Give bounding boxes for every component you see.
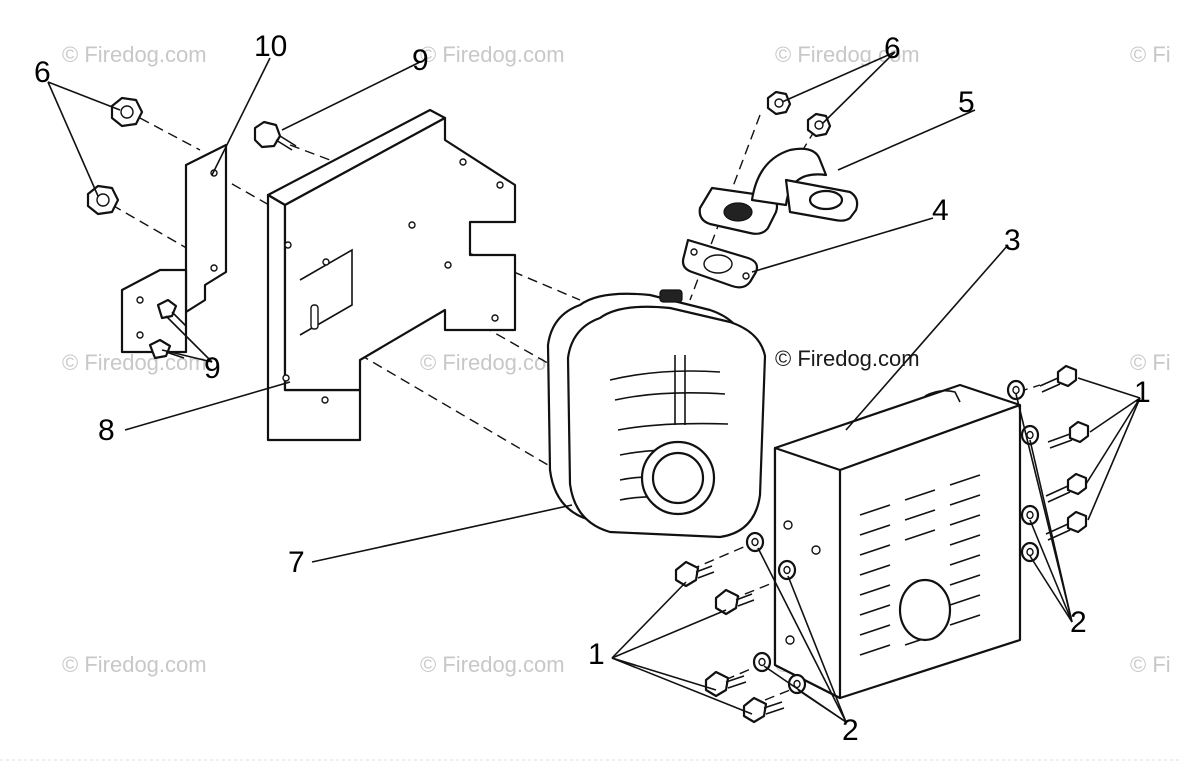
- bolt-icon: [1039, 364, 1078, 393]
- washer-icon: [1006, 379, 1026, 401]
- bolt-icon: [704, 670, 747, 698]
- watermark: © Firedog.com: [62, 652, 207, 677]
- washer-icon: [1020, 541, 1040, 563]
- bolt-icon: [742, 696, 785, 724]
- washer-icon: [1020, 504, 1040, 526]
- callout-2-lower: 2: [842, 714, 859, 747]
- callout-1-upper: 1: [1134, 376, 1151, 409]
- callout-6-left: 6: [34, 56, 51, 89]
- small-bracket: [120, 143, 228, 354]
- bolts: [674, 364, 1090, 724]
- callout-3: 3: [1004, 224, 1021, 257]
- stud-icon: [156, 298, 187, 327]
- watermark: © Fi: [1130, 350, 1171, 375]
- stud-icon: [148, 338, 185, 360]
- watermark: © Firedog.com: [775, 346, 920, 371]
- callout-4: 4: [932, 194, 949, 227]
- callout-9-left: 9: [204, 352, 221, 385]
- bolt-icon: [714, 588, 755, 616]
- nut-icon: [86, 184, 120, 216]
- watermark: © Firedog.com: [420, 652, 565, 677]
- watermark: © Fi: [1130, 652, 1171, 677]
- callout-2-upper: 2: [1070, 606, 1087, 639]
- watermark: © Firedog.com: [62, 350, 207, 375]
- watermark: © Firedog.com: [420, 42, 565, 67]
- watermark: © Firedog.com: [420, 350, 565, 375]
- watermark: © Firedog.com: [62, 42, 207, 67]
- bolt-icon: [1045, 472, 1088, 503]
- callout-7: 7: [288, 546, 305, 579]
- stud-icon: [253, 120, 297, 151]
- exhaust-gasket: [681, 238, 759, 289]
- callout-1-lower: 1: [588, 638, 605, 671]
- muffler-bracket: [266, 108, 517, 442]
- flange-nuts: [86, 90, 832, 216]
- muffler-guard: [773, 383, 1022, 700]
- leader-lines: [47, 51, 1141, 723]
- studs: [148, 120, 297, 360]
- callout-6-top: 6: [884, 32, 901, 65]
- callout-8: 8: [98, 414, 115, 447]
- callout-10: 10: [254, 30, 287, 63]
- washer-icon: [1020, 424, 1040, 446]
- exhaust-pipe: [698, 147, 859, 235]
- watermark: © Fi: [1130, 42, 1171, 67]
- callout-5: 5: [958, 86, 975, 119]
- washer-icon: [777, 559, 797, 581]
- watermark: © Firedog.com: [775, 42, 920, 67]
- washer-icon: [745, 531, 765, 553]
- nut-icon: [806, 112, 832, 138]
- washer-icon: [787, 673, 807, 695]
- callout-9-top: 9: [412, 44, 429, 77]
- bolt-icon: [674, 560, 715, 588]
- bolt-icon: [1047, 420, 1090, 449]
- nut-icon: [110, 96, 144, 128]
- muffler: [546, 289, 767, 539]
- callout-labels: 6 10 9 6 5 4 3 9 8 7 1 2 1 2: [34, 30, 1151, 747]
- nut-icon: [766, 90, 792, 116]
